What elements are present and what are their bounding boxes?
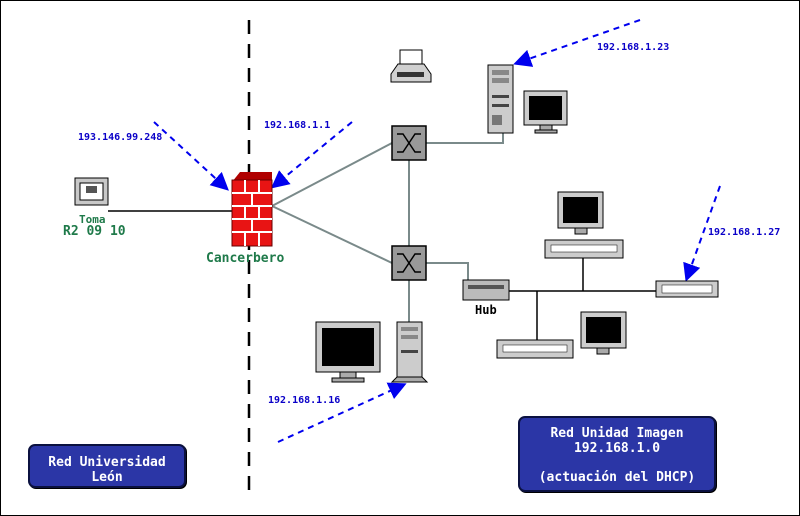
monitor-top-icon <box>523 90 568 134</box>
network-device-right-icon <box>655 280 719 298</box>
printer-icon <box>390 49 432 83</box>
workstation-middle-icon <box>544 191 624 259</box>
network-links <box>108 133 656 340</box>
ip-label-right-device: 192.168.1.27 <box>708 227 781 238</box>
red-unidad-line2: 192.168.1.0 <box>573 441 661 456</box>
wall-socket-icon <box>74 177 109 206</box>
ip-label-wan: 193.146.99.248 <box>78 132 163 143</box>
workstation-bottom-icon <box>496 311 627 359</box>
socket-label-toma: Toma <box>79 213 106 226</box>
arrow-wan <box>153 121 229 191</box>
firewall-icon <box>231 172 273 247</box>
red-universidad-box: Red Universidad León <box>28 444 186 488</box>
red-unidad-imagen-box: Red Unidad Imagen 192.168.1.0 (actuación… <box>518 416 716 492</box>
arrow-gateway <box>270 121 353 189</box>
ip-arrows <box>153 19 721 443</box>
arrow-right-device <box>683 185 721 282</box>
red-unidad-line3: (actuación del DHCP) <box>538 470 696 485</box>
ip-label-server: 192.168.1.23 <box>597 42 670 53</box>
hub-icon <box>462 279 510 301</box>
socket-label-code: R2 09 10 <box>63 224 126 239</box>
switch-top-icon <box>391 125 427 161</box>
switch-bottom-icon <box>391 245 427 281</box>
red-unidad-line1: Red Unidad Imagen <box>550 426 684 441</box>
red-universidad-line1: Red Universidad <box>48 455 166 470</box>
firewall-label: Cancerbero <box>206 251 285 266</box>
server-tower-icon <box>487 64 514 134</box>
arrow-pc-bottom <box>277 382 407 443</box>
hub-label: Hub <box>475 303 497 317</box>
ip-label-pc-bottom: 192.168.1.16 <box>268 395 341 406</box>
red-universidad-line2: León <box>91 470 123 485</box>
workstation-bottom-left-icon <box>315 321 429 383</box>
ip-label-gateway: 192.168.1.1 <box>264 120 331 131</box>
